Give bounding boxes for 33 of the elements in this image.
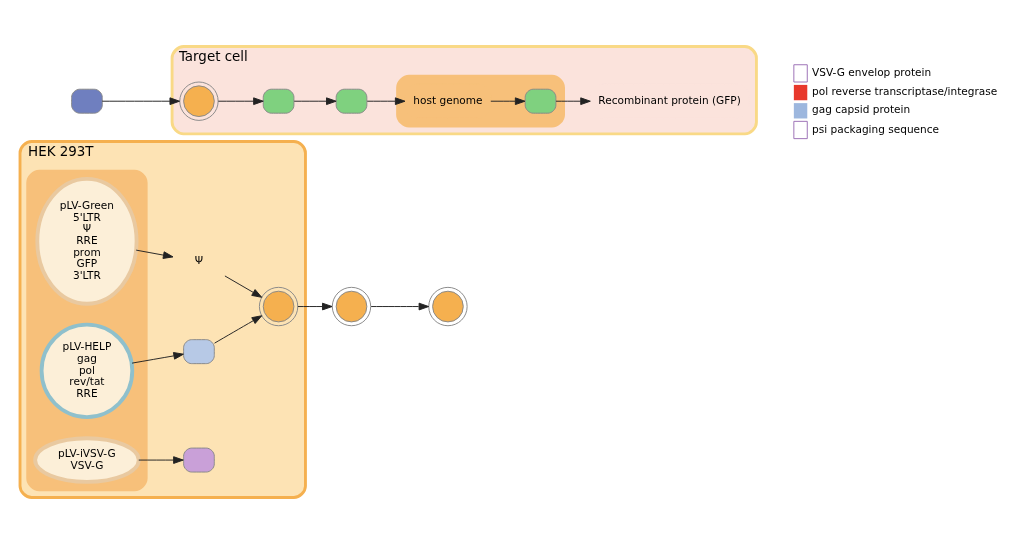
node-box bbox=[524, 88, 557, 114]
legend-label: VSV-G envelop protein bbox=[812, 65, 932, 78]
cluster bbox=[26, 169, 148, 491]
arrow bbox=[297, 302, 333, 310]
arrow bbox=[131, 351, 184, 364]
arrow bbox=[135, 249, 174, 259]
arrow bbox=[224, 274, 263, 298]
arrow bbox=[101, 96, 181, 105]
node-box bbox=[183, 447, 215, 473]
arrow bbox=[214, 314, 263, 344]
arrow bbox=[293, 96, 337, 105]
legend-label: psi packaging sequence bbox=[812, 122, 940, 135]
node-ellipse: pLV-Green 5'LTR Ψ RRE prom GFP 3'LTR bbox=[35, 176, 139, 306]
node-circle bbox=[258, 286, 299, 326]
legend-label: pol reverse transcriptase/integrase bbox=[812, 84, 998, 97]
node-circle: pLV-HELP gag pol rev/tat RRE bbox=[39, 322, 135, 419]
node-box bbox=[262, 88, 295, 114]
node-circle bbox=[331, 286, 372, 326]
arrow bbox=[138, 455, 184, 464]
arrow bbox=[555, 96, 591, 105]
node-box bbox=[71, 88, 103, 114]
arrow bbox=[490, 96, 526, 105]
arrow bbox=[370, 302, 430, 310]
arrow bbox=[366, 96, 406, 105]
node-ellipse: pLV-iVSV-G VSV-G bbox=[33, 435, 141, 484]
node-box bbox=[335, 88, 368, 114]
node-text: host genome bbox=[413, 93, 483, 106]
node-text: Recombinant protein (GFP) bbox=[598, 93, 741, 106]
node-box bbox=[183, 338, 215, 364]
legend-label: gag capsid protein bbox=[812, 102, 911, 115]
node-text: Ψ bbox=[194, 253, 204, 266]
arrow bbox=[217, 96, 264, 105]
node-circle bbox=[428, 286, 468, 326]
